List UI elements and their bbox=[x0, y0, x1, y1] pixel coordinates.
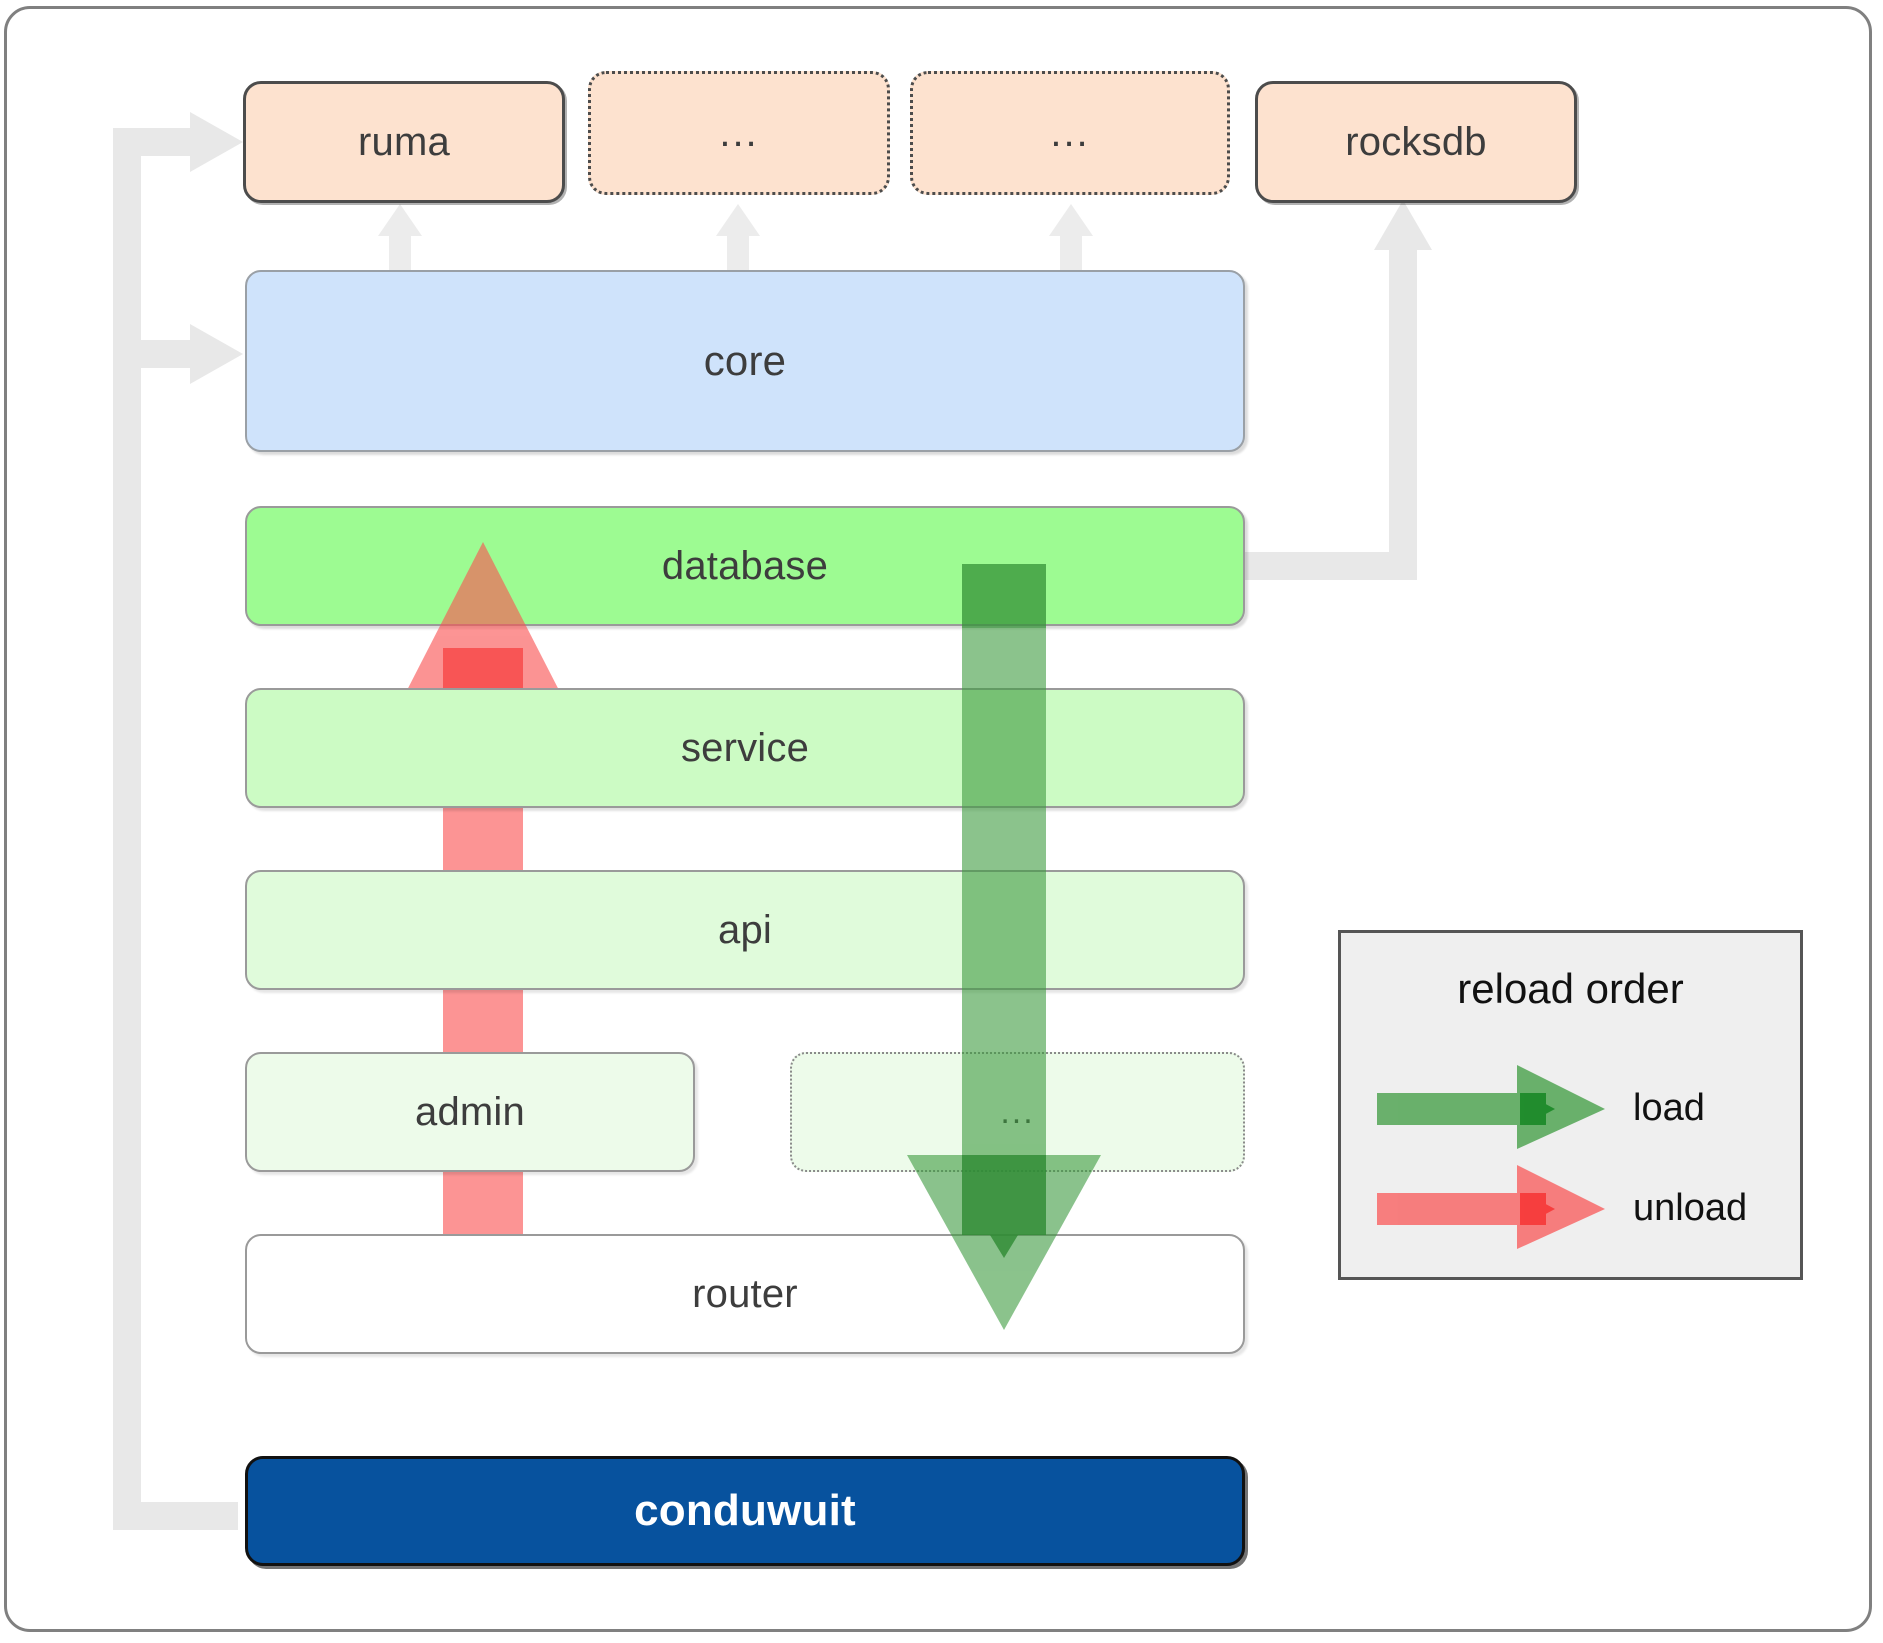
connector-core-to-ruma-head bbox=[378, 204, 422, 236]
connector-database-to-rocksdb-h bbox=[1245, 552, 1417, 580]
load-arrow-shaft bbox=[962, 564, 1046, 1254]
connector-core-to-ruma-shaft bbox=[389, 232, 411, 270]
connector-core-to-dots1-head bbox=[716, 204, 760, 236]
connector-arrowhead-rocksdb bbox=[1374, 200, 1432, 250]
connector-database-to-rocksdb-v bbox=[1389, 250, 1417, 580]
connector-arrowhead-core bbox=[190, 324, 243, 384]
layer-box-admin[interactable]: admin bbox=[245, 1052, 695, 1172]
core-label: core bbox=[703, 337, 787, 384]
connector-to-conduwuit bbox=[113, 1502, 238, 1530]
connector-core-to-dots2-head bbox=[1049, 204, 1093, 236]
crate-label-placeholder-1: ... bbox=[719, 110, 759, 155]
load-arrow-top-cap bbox=[962, 564, 1046, 628]
binary-box-conduwuit[interactable]: conduwuit bbox=[245, 1456, 1245, 1566]
connector-core-to-dots1-shaft bbox=[727, 232, 749, 270]
connector-arrowhead-ruma bbox=[190, 112, 243, 172]
layer-box-router[interactable]: router bbox=[245, 1234, 1245, 1354]
layer-label-service: service bbox=[680, 726, 810, 770]
layer-label-admin: admin bbox=[415, 1090, 525, 1134]
crate-box-rocksdb[interactable]: rocksdb bbox=[1255, 81, 1577, 203]
crate-label-rocksdb: rocksdb bbox=[1345, 120, 1487, 164]
connector-branch-ruma bbox=[113, 128, 203, 156]
legend-label-load: load bbox=[1633, 1087, 1705, 1129]
crate-box-ruma[interactable]: ruma bbox=[243, 81, 565, 203]
connector-core-to-dots2-shaft bbox=[1060, 232, 1082, 270]
load-arrow-notch bbox=[990, 1235, 1018, 1258]
unload-arrow-notch bbox=[469, 648, 497, 672]
legend-panel: reload order load unload bbox=[1338, 930, 1803, 1280]
legend-title: reload order bbox=[1457, 965, 1684, 1012]
layer-box-service[interactable]: service bbox=[245, 688, 1245, 808]
crate-box-placeholder-2[interactable]: ... bbox=[910, 71, 1230, 195]
legend-label-unload: unload bbox=[1633, 1187, 1748, 1229]
layer-label-router: router bbox=[692, 1272, 798, 1316]
connector-branch-core bbox=[113, 340, 203, 368]
legend-unload-arrow-icon bbox=[1377, 1165, 1605, 1249]
layer-label-api: api bbox=[718, 908, 772, 952]
layer-label-database: database bbox=[661, 544, 829, 588]
crate-label-ruma: ruma bbox=[358, 120, 450, 164]
layer-box-api[interactable]: api bbox=[245, 870, 1245, 990]
crate-box-placeholder-1[interactable]: ... bbox=[588, 71, 890, 195]
legend-load-arrow-icon bbox=[1377, 1065, 1605, 1149]
core-box[interactable]: core bbox=[245, 270, 1245, 452]
layer-box-database[interactable]: database bbox=[245, 506, 1245, 626]
binary-label-conduwuit: conduwuit bbox=[634, 1486, 856, 1535]
load-arrow-joint bbox=[962, 1155, 1046, 1235]
crate-label-placeholder-2: ... bbox=[1050, 110, 1090, 155]
